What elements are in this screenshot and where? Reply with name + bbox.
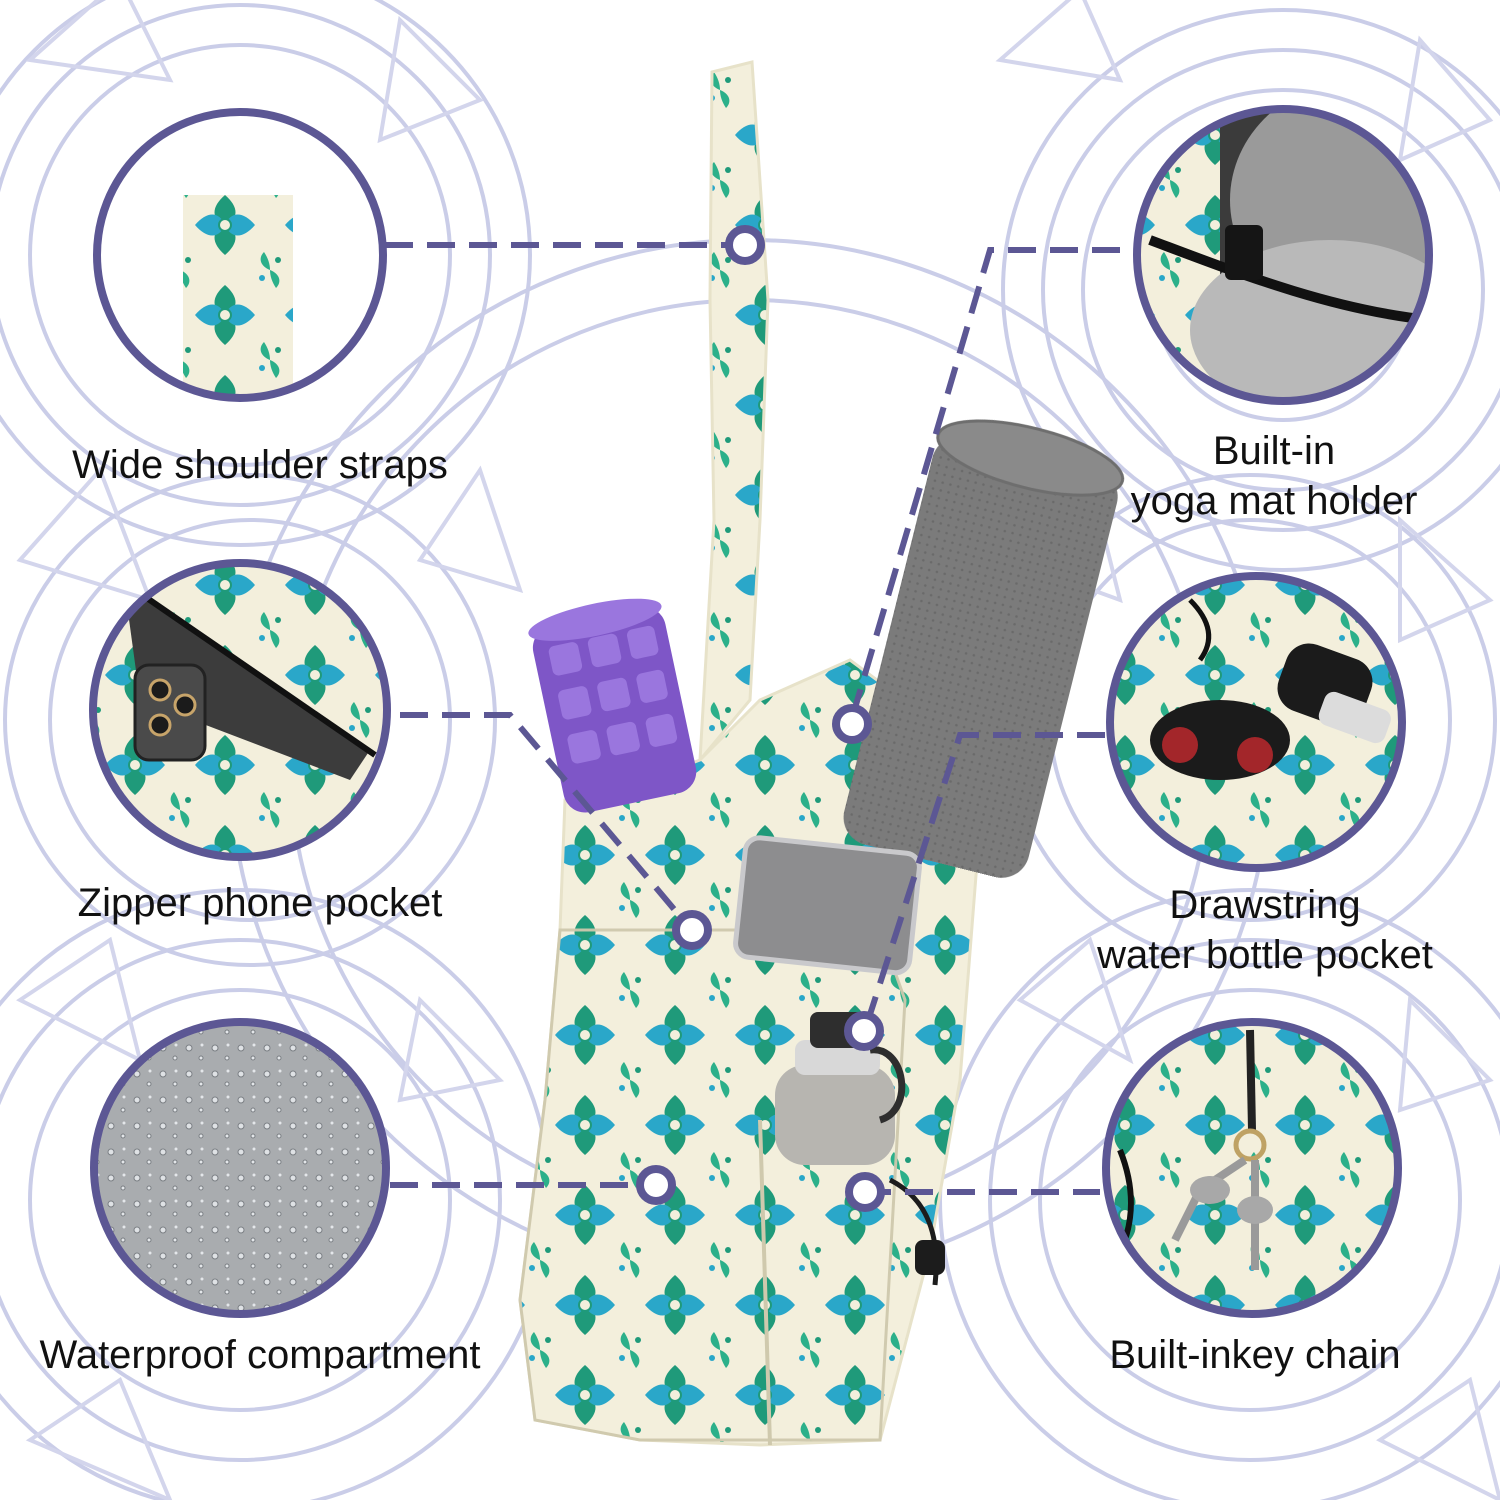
detail-straps	[93, 108, 387, 402]
label-drawstring-bottle-pocket: Drawstring water bottle pocket	[1097, 883, 1433, 977]
connector-phone	[400, 712, 693, 930]
label-yoga-mat-holder: Built-in yoga mat holder	[1130, 429, 1418, 523]
bag-strap	[698, 60, 770, 765]
towel	[733, 835, 922, 976]
label-zipper-phone-pocket: Zipper phone pocket	[77, 881, 443, 925]
yoga-bag	[518, 60, 1125, 1447]
connector-mat	[847, 247, 1120, 726]
yoga-mat	[843, 419, 1125, 878]
foam-roller	[528, 598, 697, 813]
label-shoulder-straps: Wide shoulder straps	[72, 443, 448, 487]
connector-dots	[636, 225, 885, 1212]
dot-phone	[672, 910, 712, 950]
connector-lines	[385, 242, 1120, 1195]
detail-mat-holder	[1133, 105, 1433, 405]
dot-water	[636, 1165, 676, 1205]
dot-straps	[725, 225, 765, 265]
dot-bottle	[844, 1011, 884, 1051]
label-waterproof-compartment: Waterproof compartment	[39, 1333, 481, 1377]
detail-waterproof	[90, 1018, 390, 1318]
detail-phone-pocket	[89, 559, 391, 861]
connector-bottle	[862, 732, 1105, 1031]
bottle-pocket-seam	[758, 1119, 772, 1446]
dot-key	[845, 1172, 885, 1212]
label-key-chain: Built-inkey chain	[1109, 1333, 1401, 1377]
detail-bottle-pocket	[1106, 572, 1406, 872]
detail-key-chain	[1102, 1018, 1402, 1318]
dot-mat	[832, 704, 872, 744]
